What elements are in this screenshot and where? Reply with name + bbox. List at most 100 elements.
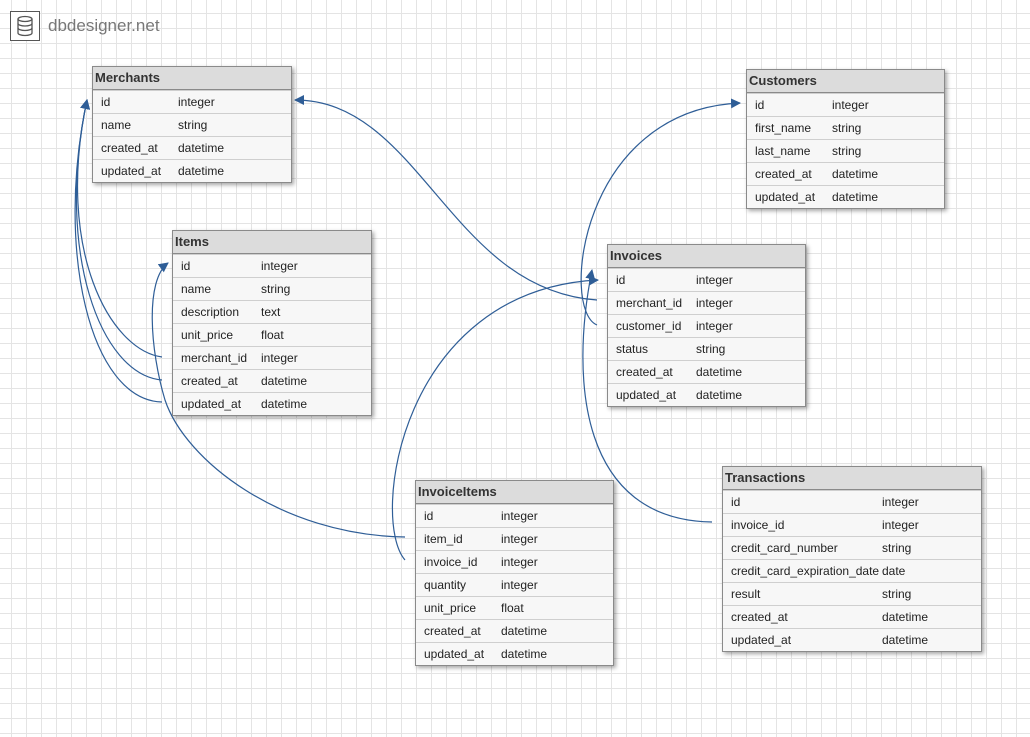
field-type: integer xyxy=(261,259,298,273)
table-title: Items xyxy=(173,231,371,254)
field-name: updated_at xyxy=(731,633,792,647)
field-type: integer xyxy=(501,555,538,569)
field-row-customer-id[interactable]: customer_id integer xyxy=(608,314,805,337)
field-row-created-at[interactable]: created_at datetime xyxy=(747,162,944,185)
field-type: integer xyxy=(696,319,733,333)
field-name: invoice_id xyxy=(731,518,785,532)
field-type: integer xyxy=(832,98,869,112)
field-name: updated_at xyxy=(616,388,677,402)
field-row-id[interactable]: id integer xyxy=(416,504,613,527)
field-name: first_name xyxy=(755,121,812,135)
field-row-updated-at[interactable]: updated_at datetime xyxy=(723,628,981,651)
field-type: text xyxy=(261,305,281,319)
field-name: created_at xyxy=(755,167,812,181)
field-row-created-at[interactable]: created_at datetime xyxy=(723,605,981,628)
field-type: datetime xyxy=(882,633,929,647)
database-icon xyxy=(10,11,40,41)
field-name: id xyxy=(181,259,191,273)
field-row-quantity[interactable]: quantity integer xyxy=(416,573,613,596)
field-name: updated_at xyxy=(424,647,485,661)
field-name: result xyxy=(731,587,761,601)
field-name: id xyxy=(424,509,434,523)
field-type: integer xyxy=(882,518,919,532)
field-type: datetime xyxy=(178,141,225,155)
field-type: integer xyxy=(882,495,919,509)
field-name: description xyxy=(181,305,240,319)
field-type: string xyxy=(832,144,862,158)
field-row-id[interactable]: id integer xyxy=(747,93,944,116)
field-type: datetime xyxy=(832,167,879,181)
field-type: integer xyxy=(696,273,733,287)
field-type: integer xyxy=(501,578,538,592)
field-name: merchant_id xyxy=(181,351,248,365)
field-name: created_at xyxy=(616,365,673,379)
field-name: name xyxy=(101,118,132,132)
field-name: created_at xyxy=(731,610,788,624)
field-name: updated_at xyxy=(101,164,162,178)
field-type: string xyxy=(178,118,208,132)
field-type: datetime xyxy=(832,190,879,204)
field-type: float xyxy=(501,601,524,615)
field-name: credit_card_expiration_date xyxy=(731,564,880,578)
field-type: datetime xyxy=(501,624,548,638)
field-row-invoice-id[interactable]: invoice_id integer xyxy=(723,513,981,536)
field-name: id xyxy=(101,95,111,109)
field-row-created-at[interactable]: created_at datetime xyxy=(93,136,291,159)
field-row-id[interactable]: id integer xyxy=(173,254,371,277)
logo-text: dbdesigner.net xyxy=(48,16,160,35)
field-type: string xyxy=(882,541,912,555)
field-row-updated-at[interactable]: updated_at datetime xyxy=(93,159,291,182)
field-name: id xyxy=(755,98,765,112)
field-row-name[interactable]: name string xyxy=(93,113,291,136)
field-row-updated-at[interactable]: updated_at datetime xyxy=(173,392,371,415)
logo[interactable]: dbdesigner.net xyxy=(10,10,160,42)
field-name: name xyxy=(181,282,212,296)
field-type: datetime xyxy=(178,164,225,178)
field-name: invoice_id xyxy=(424,555,478,569)
field-name: customer_id xyxy=(616,319,682,333)
field-name: status xyxy=(616,342,649,356)
field-type: datetime xyxy=(261,397,308,411)
field-row-description[interactable]: description text xyxy=(173,300,371,323)
field-name: item_id xyxy=(424,532,463,546)
field-name: quantity xyxy=(424,578,467,592)
field-type: integer xyxy=(501,509,538,523)
field-row-id[interactable]: id integer xyxy=(608,268,805,291)
table-title: Customers xyxy=(747,70,944,93)
field-name: merchant_id xyxy=(616,296,683,310)
field-type: datetime xyxy=(882,610,929,624)
field-name: id xyxy=(616,273,626,287)
table-title: Invoices xyxy=(608,245,805,268)
field-name: updated_at xyxy=(181,397,242,411)
field-name: unit_price xyxy=(181,328,234,342)
field-row-invoice-id[interactable]: invoice_id integer xyxy=(416,550,613,573)
field-name: created_at xyxy=(181,374,238,388)
field-name: created_at xyxy=(101,141,158,155)
